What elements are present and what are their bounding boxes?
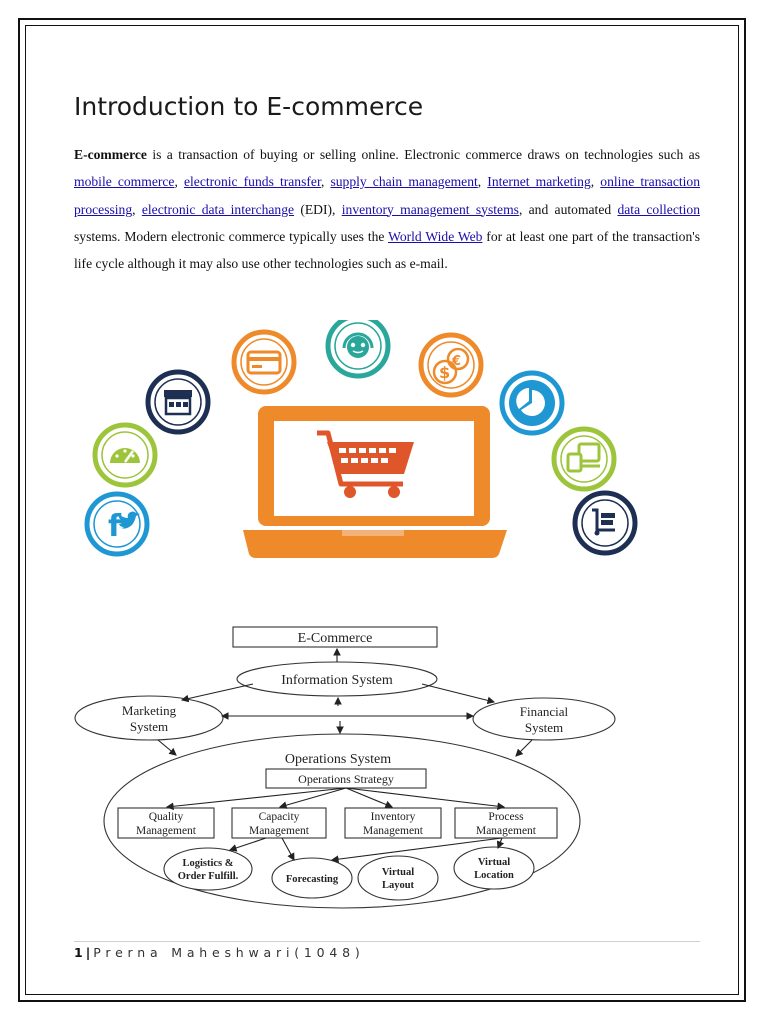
svg-text:€: € xyxy=(451,354,461,369)
laptop-illustration xyxy=(243,406,507,558)
intro-paragraph: E-commerce is a transaction of buying or… xyxy=(74,141,700,277)
link-mobile-commerce[interactable]: mobile commerce xyxy=(74,174,175,190)
operations-system-label: Operations System xyxy=(285,752,391,767)
forecasting-label: Forecasting xyxy=(286,874,339,885)
link-supply-chain-management[interactable]: supply chain management xyxy=(330,174,478,190)
page-footer: 1|Prerna Maheshwari(1048) xyxy=(74,945,365,960)
capacity-management-box xyxy=(231,807,327,839)
footer-divider xyxy=(74,941,700,942)
logistics-icon xyxy=(572,490,638,556)
facebook-twitter-icon: f xyxy=(84,491,150,557)
link-world-wide-web[interactable]: World Wide Web xyxy=(388,228,483,244)
link-online-transaction-processing[interactable]: online transaction processing xyxy=(74,174,700,217)
para-text: systems. Modern electronic commerce typi… xyxy=(74,228,389,244)
page-number: 1 xyxy=(74,945,83,960)
speedometer-icon xyxy=(92,422,158,488)
link-electronic-data-interchange[interactable]: electronic data interchange xyxy=(141,201,295,217)
inventory-label-2: Management xyxy=(363,825,424,837)
marketing-label-2: System xyxy=(130,719,168,734)
pie-chart-icon xyxy=(499,370,565,436)
information-system-label: Information System xyxy=(281,673,393,688)
author-name: Prerna Maheshwari(1048) xyxy=(93,945,365,960)
ecommerce-box xyxy=(232,626,438,648)
quality-label-1: Quality xyxy=(149,811,184,823)
process-label-1: Process xyxy=(488,811,524,823)
para-text: , xyxy=(590,174,601,190)
forecasting-node xyxy=(271,857,353,899)
footer-separator: | xyxy=(85,945,91,960)
svg-text:$: $ xyxy=(439,363,450,382)
logistics-label-2: Order Fulfill. xyxy=(178,871,239,882)
customer-support-icon xyxy=(325,320,391,379)
page-border-inner xyxy=(25,25,739,995)
para-text: , xyxy=(174,174,184,190)
para-text: , xyxy=(132,201,142,217)
capacity-label-2: Management xyxy=(249,825,310,837)
financial-label-1: Financial xyxy=(520,704,569,719)
virtual-location-node xyxy=(453,846,535,890)
currency-coins-icon: $ € xyxy=(418,332,484,398)
virtual-location-label-2: Location xyxy=(474,870,514,881)
virtual-layout-node xyxy=(357,855,439,901)
svg-text:f: f xyxy=(108,509,122,544)
process-management-box xyxy=(454,807,558,839)
quality-management-box xyxy=(117,807,215,839)
operations-strategy-label: Operations Strategy xyxy=(298,772,394,786)
virtual-layout-label-2: Layout xyxy=(382,880,415,891)
capacity-label-1: Capacity xyxy=(259,811,300,823)
link-data-collection[interactable]: data collection xyxy=(617,201,700,217)
credit-card-icon xyxy=(231,329,297,395)
inventory-label-1: Inventory xyxy=(371,811,416,823)
para-text: is a transaction of buying or selling on… xyxy=(146,147,700,162)
logistics-node xyxy=(163,847,253,891)
devices-icon xyxy=(551,426,617,492)
page-border-outer xyxy=(18,18,746,1002)
financial-label-2: System xyxy=(525,720,563,735)
para-text: , and automated xyxy=(518,201,618,217)
link-internet-marketing[interactable]: Internet marketing xyxy=(487,174,591,190)
ecommerce-label: E-Commerce xyxy=(298,631,373,646)
ecommerce-illustration: f $ € xyxy=(84,320,638,558)
logistics-label-1: Logistics & xyxy=(182,858,233,869)
process-label-2: Management xyxy=(476,825,537,837)
para-text: for at least one part of the transaction… xyxy=(74,228,700,272)
shopping-cart-icon xyxy=(317,430,414,498)
storefront-icon xyxy=(145,369,211,435)
para-text: , xyxy=(477,174,488,190)
para-text: (EDI), xyxy=(294,201,342,217)
operations-diagram: E-Commerce Information System Marketing … xyxy=(74,626,616,909)
link-inventory-management-systems[interactable]: inventory management systems xyxy=(341,201,519,217)
marketing-label-1: Marketing xyxy=(122,703,177,718)
para-text: , xyxy=(320,174,331,190)
inventory-management-box xyxy=(344,807,442,839)
term-ecommerce: E-commerce xyxy=(74,147,147,162)
virtual-location-label-1: Virtual xyxy=(478,857,510,868)
quality-label-2: Management xyxy=(136,825,197,837)
page-title: Introduction to E-commerce xyxy=(74,92,424,121)
link-electronic-funds-transfer[interactable]: electronic funds transfer xyxy=(183,174,321,190)
virtual-layout-label-1: Virtual xyxy=(382,867,414,878)
